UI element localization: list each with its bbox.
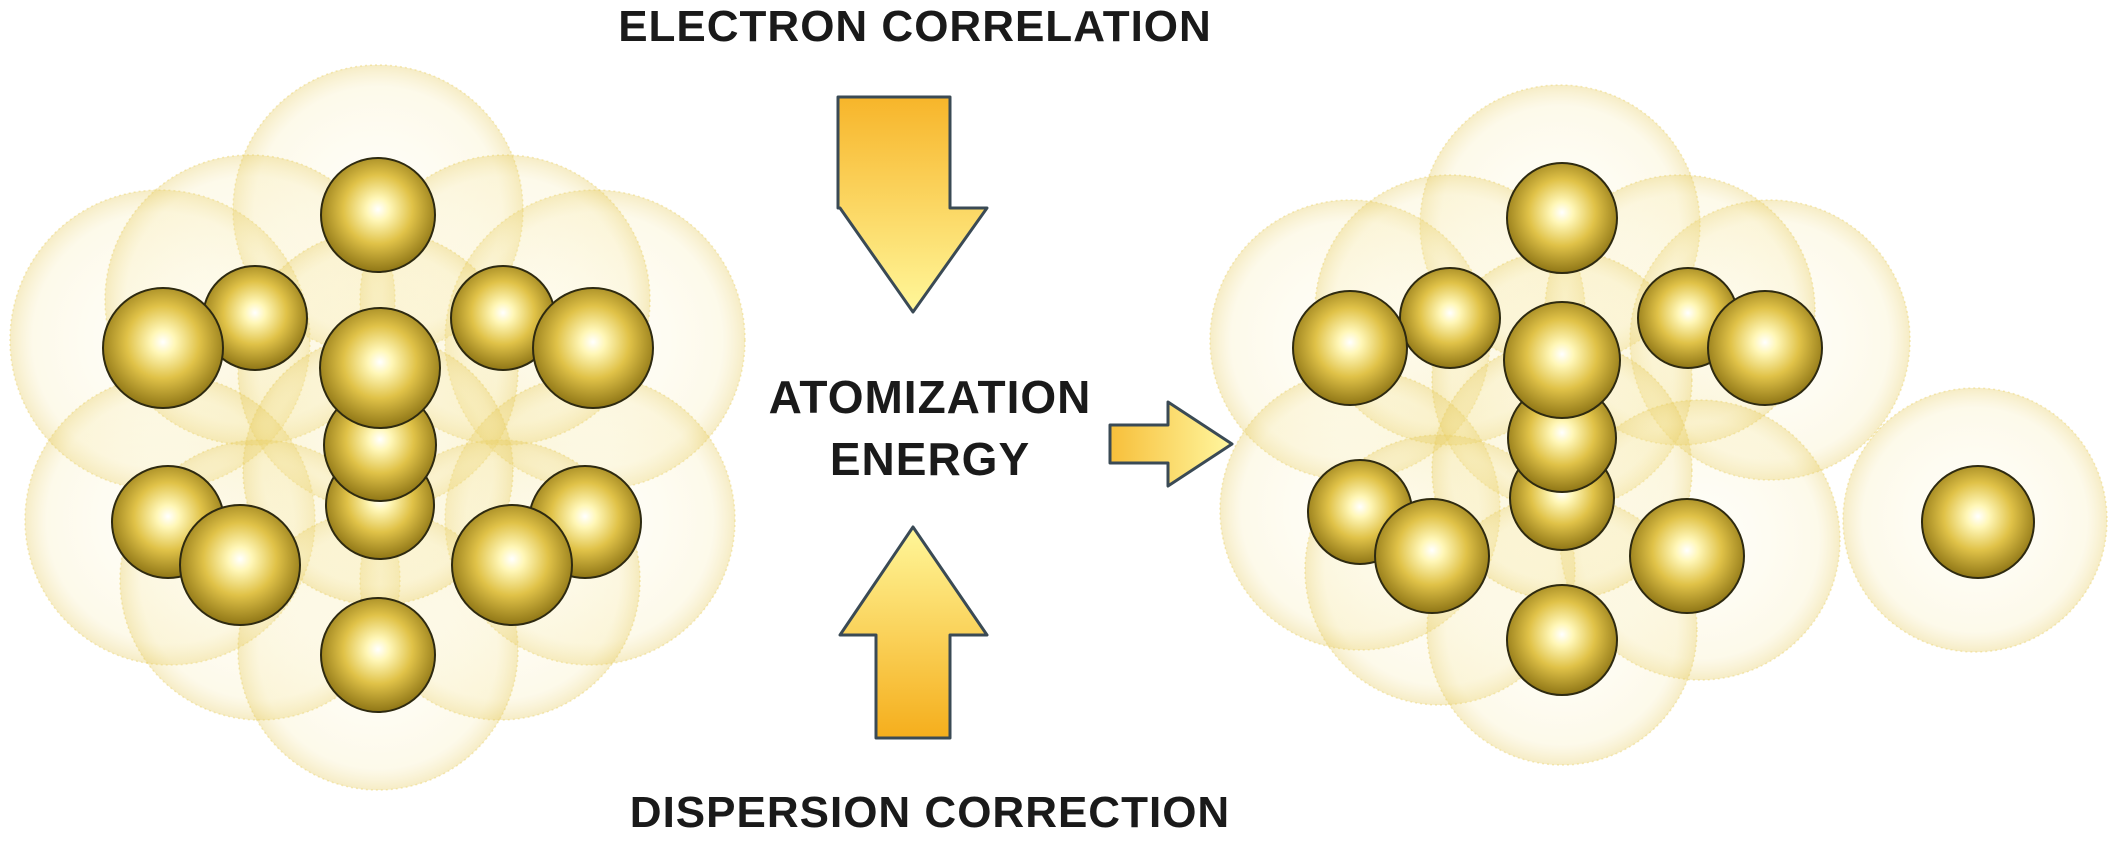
right-cluster-shells: [1209, 84, 2108, 766]
atom: [1399, 267, 1501, 369]
atom: [1292, 290, 1408, 406]
atom: [1503, 301, 1621, 419]
atom: [320, 157, 436, 273]
right-arrow-icon: [1108, 400, 1234, 488]
dispersion-correction-label: DISPERSION CORRECTION: [629, 788, 1231, 837]
atom: [319, 307, 441, 429]
left-cluster-atoms: [102, 157, 654, 713]
atom: [1921, 465, 2035, 579]
atom: [1374, 498, 1490, 614]
atom: [1629, 498, 1745, 614]
atom: [179, 504, 301, 626]
right-cluster-atoms: [1292, 162, 1823, 696]
atom: [1506, 162, 1618, 274]
detached-atom: [1921, 465, 2035, 579]
atom: [1506, 584, 1618, 696]
atom: [451, 504, 573, 626]
atomization-energy-line1: ATOMIZATION: [768, 371, 1092, 423]
atom: [102, 287, 224, 409]
electron-correlation-label: ELECTRON CORRELATION: [618, 2, 1212, 51]
down-arrow-icon: [836, 95, 989, 314]
atom: [1707, 290, 1823, 406]
atom: [532, 287, 654, 409]
atom: [320, 597, 436, 713]
up-arrow-icon: [838, 525, 989, 740]
atomization-energy-line2: ENERGY: [829, 433, 1031, 485]
atomization-energy-label: ATOMIZATION ENERGY: [700, 366, 1160, 490]
